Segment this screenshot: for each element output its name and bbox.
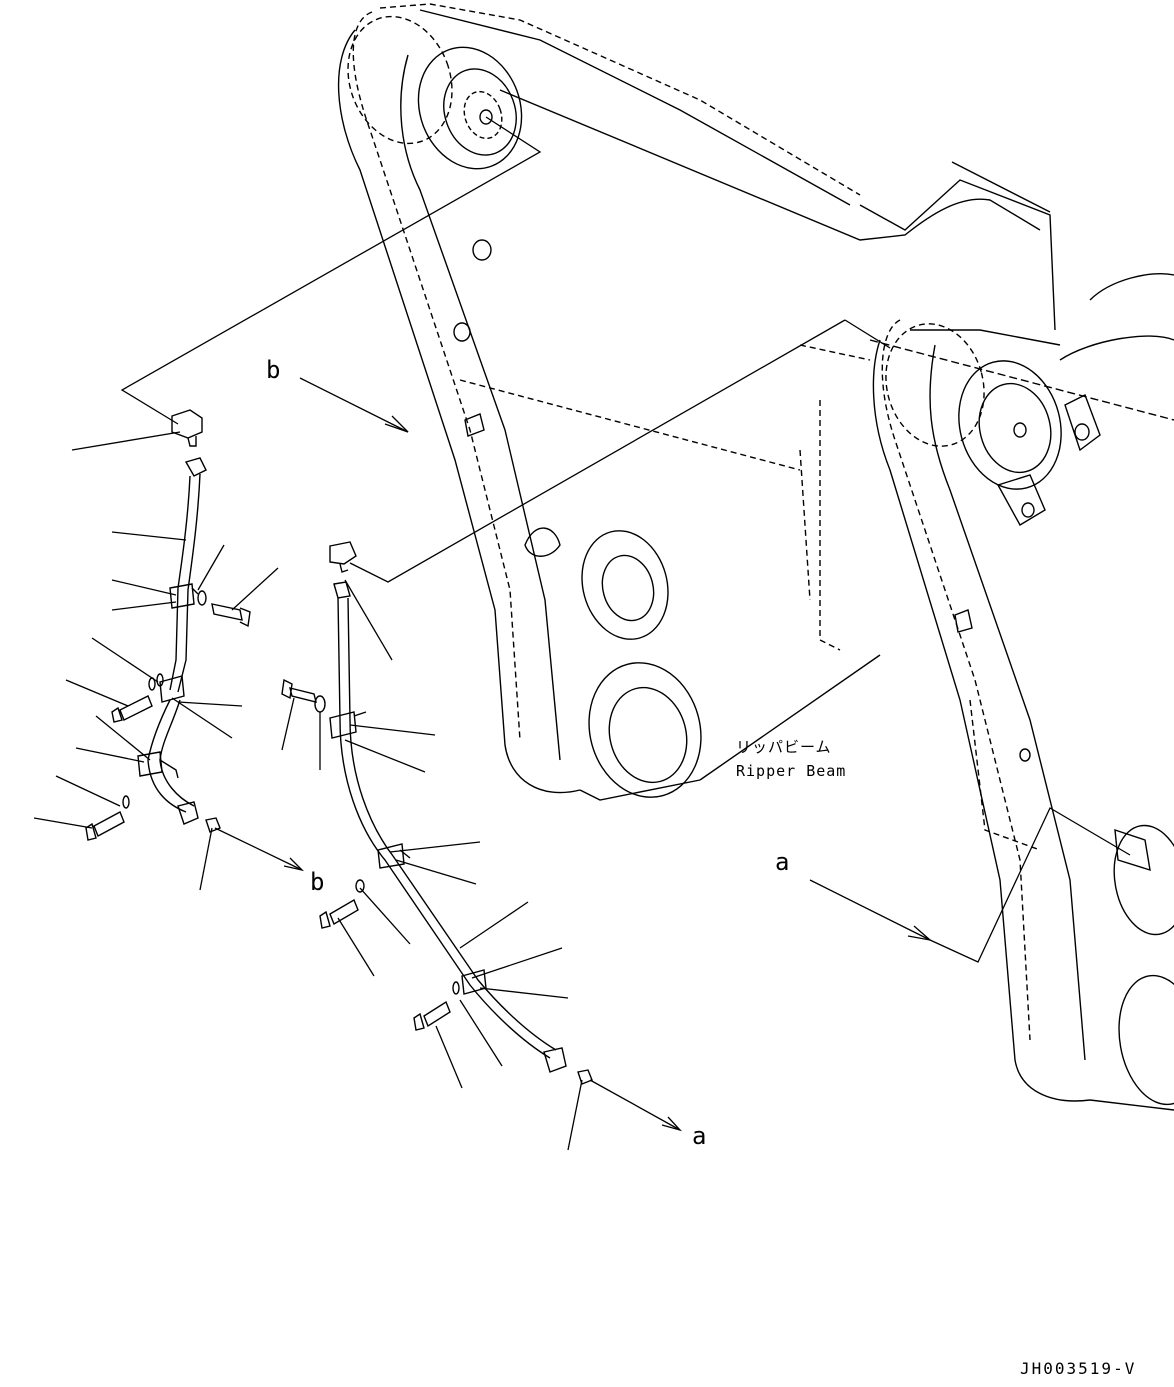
right-bolt-3 xyxy=(413,1000,451,1031)
ripper-beam-frame xyxy=(337,3,1174,1111)
right-hose-upper xyxy=(337,597,551,1059)
left-bolt-1 xyxy=(211,603,251,628)
right-clamp-1 xyxy=(329,711,357,739)
left-hose-assembly xyxy=(85,409,251,841)
reference-lines xyxy=(33,116,1131,1151)
left-bottom-fitting xyxy=(177,801,199,825)
right-hose-assembly xyxy=(281,541,593,1085)
left-hose-upper xyxy=(169,475,191,691)
ref-letter-b-upper: b xyxy=(266,356,280,384)
ref-letter-a-right: a xyxy=(775,848,789,876)
drawing-code: JH003519-V xyxy=(1020,1359,1136,1378)
left-cap xyxy=(205,817,221,833)
right-clamp-3 xyxy=(461,969,487,995)
ref-letter-a-lower: a xyxy=(692,1122,706,1150)
right-top-fitting xyxy=(329,541,357,565)
left-clamp-1 xyxy=(169,583,195,609)
left-bolt-2 xyxy=(111,695,153,723)
right-cap xyxy=(577,1069,593,1085)
ripper-beam-label-jp: リッパビーム xyxy=(736,738,832,756)
left-bolt-3 xyxy=(85,811,125,841)
right-bolt-2 xyxy=(319,898,359,929)
left-clamp-2 xyxy=(159,675,185,703)
ref-letter-b-lower: b xyxy=(310,868,324,896)
left-top-fitting xyxy=(171,409,203,439)
right-bolt-1 xyxy=(281,678,317,703)
ripper-beam-label-en: Ripper Beam xyxy=(736,762,846,780)
left-clamp-3 xyxy=(137,751,163,777)
right-bottom-fitting xyxy=(543,1047,567,1073)
right-clamp-2 xyxy=(377,843,405,869)
